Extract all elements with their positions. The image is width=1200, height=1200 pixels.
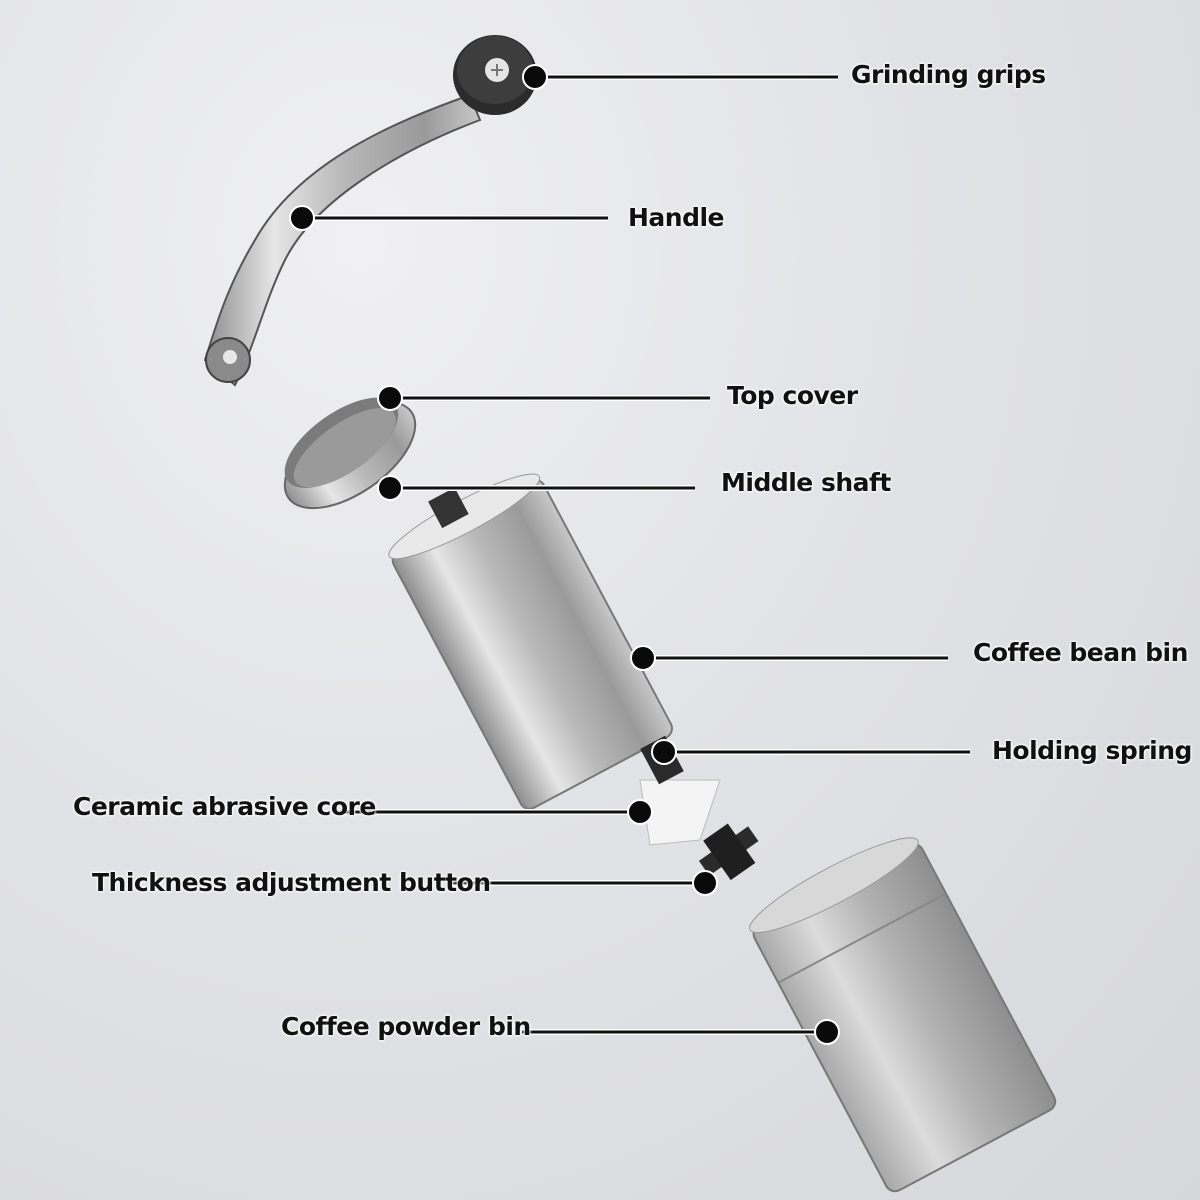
holding-spring-label: Holding spring: [992, 736, 1192, 765]
coffee-bean-bin-dot: [630, 645, 656, 671]
middle-shaft-label: Middle shaft: [721, 468, 891, 497]
holding-spring-dot: [651, 739, 677, 765]
thickness-adjustment-button-label: Thickness adjustment button: [92, 868, 491, 897]
handle-label: Handle: [628, 203, 725, 232]
leader-lines: [289, 64, 970, 1045]
coffee-powder-bin-dot: [814, 1019, 840, 1045]
coffee-bean-bin-part: [388, 473, 673, 810]
grinding-grips-dot: [522, 64, 548, 90]
ceramic-abrasive-core-dot: [627, 799, 653, 825]
handle-part: [203, 93, 482, 387]
coffee-powder-bin-part: [749, 837, 1057, 1193]
grinding-grips-label: Grinding grips: [851, 60, 1046, 89]
top-cover-dot: [377, 385, 403, 411]
middle-shaft-dot: [377, 475, 403, 501]
coffee-bean-bin-label: Coffee bean bin: [973, 638, 1188, 667]
thickness-adjustment-button-dot: [692, 870, 718, 896]
coffee-powder-bin-label: Coffee powder bin: [281, 1012, 531, 1041]
top-cover-label: Top cover: [727, 381, 858, 410]
top-cover-part: [283, 397, 417, 510]
ceramic-abrasive-core-label: Ceramic abrasive core: [73, 792, 376, 821]
handle-dot: [289, 205, 315, 231]
adjustment-button-part: [698, 823, 759, 881]
grinding-grip-part: [453, 35, 537, 115]
